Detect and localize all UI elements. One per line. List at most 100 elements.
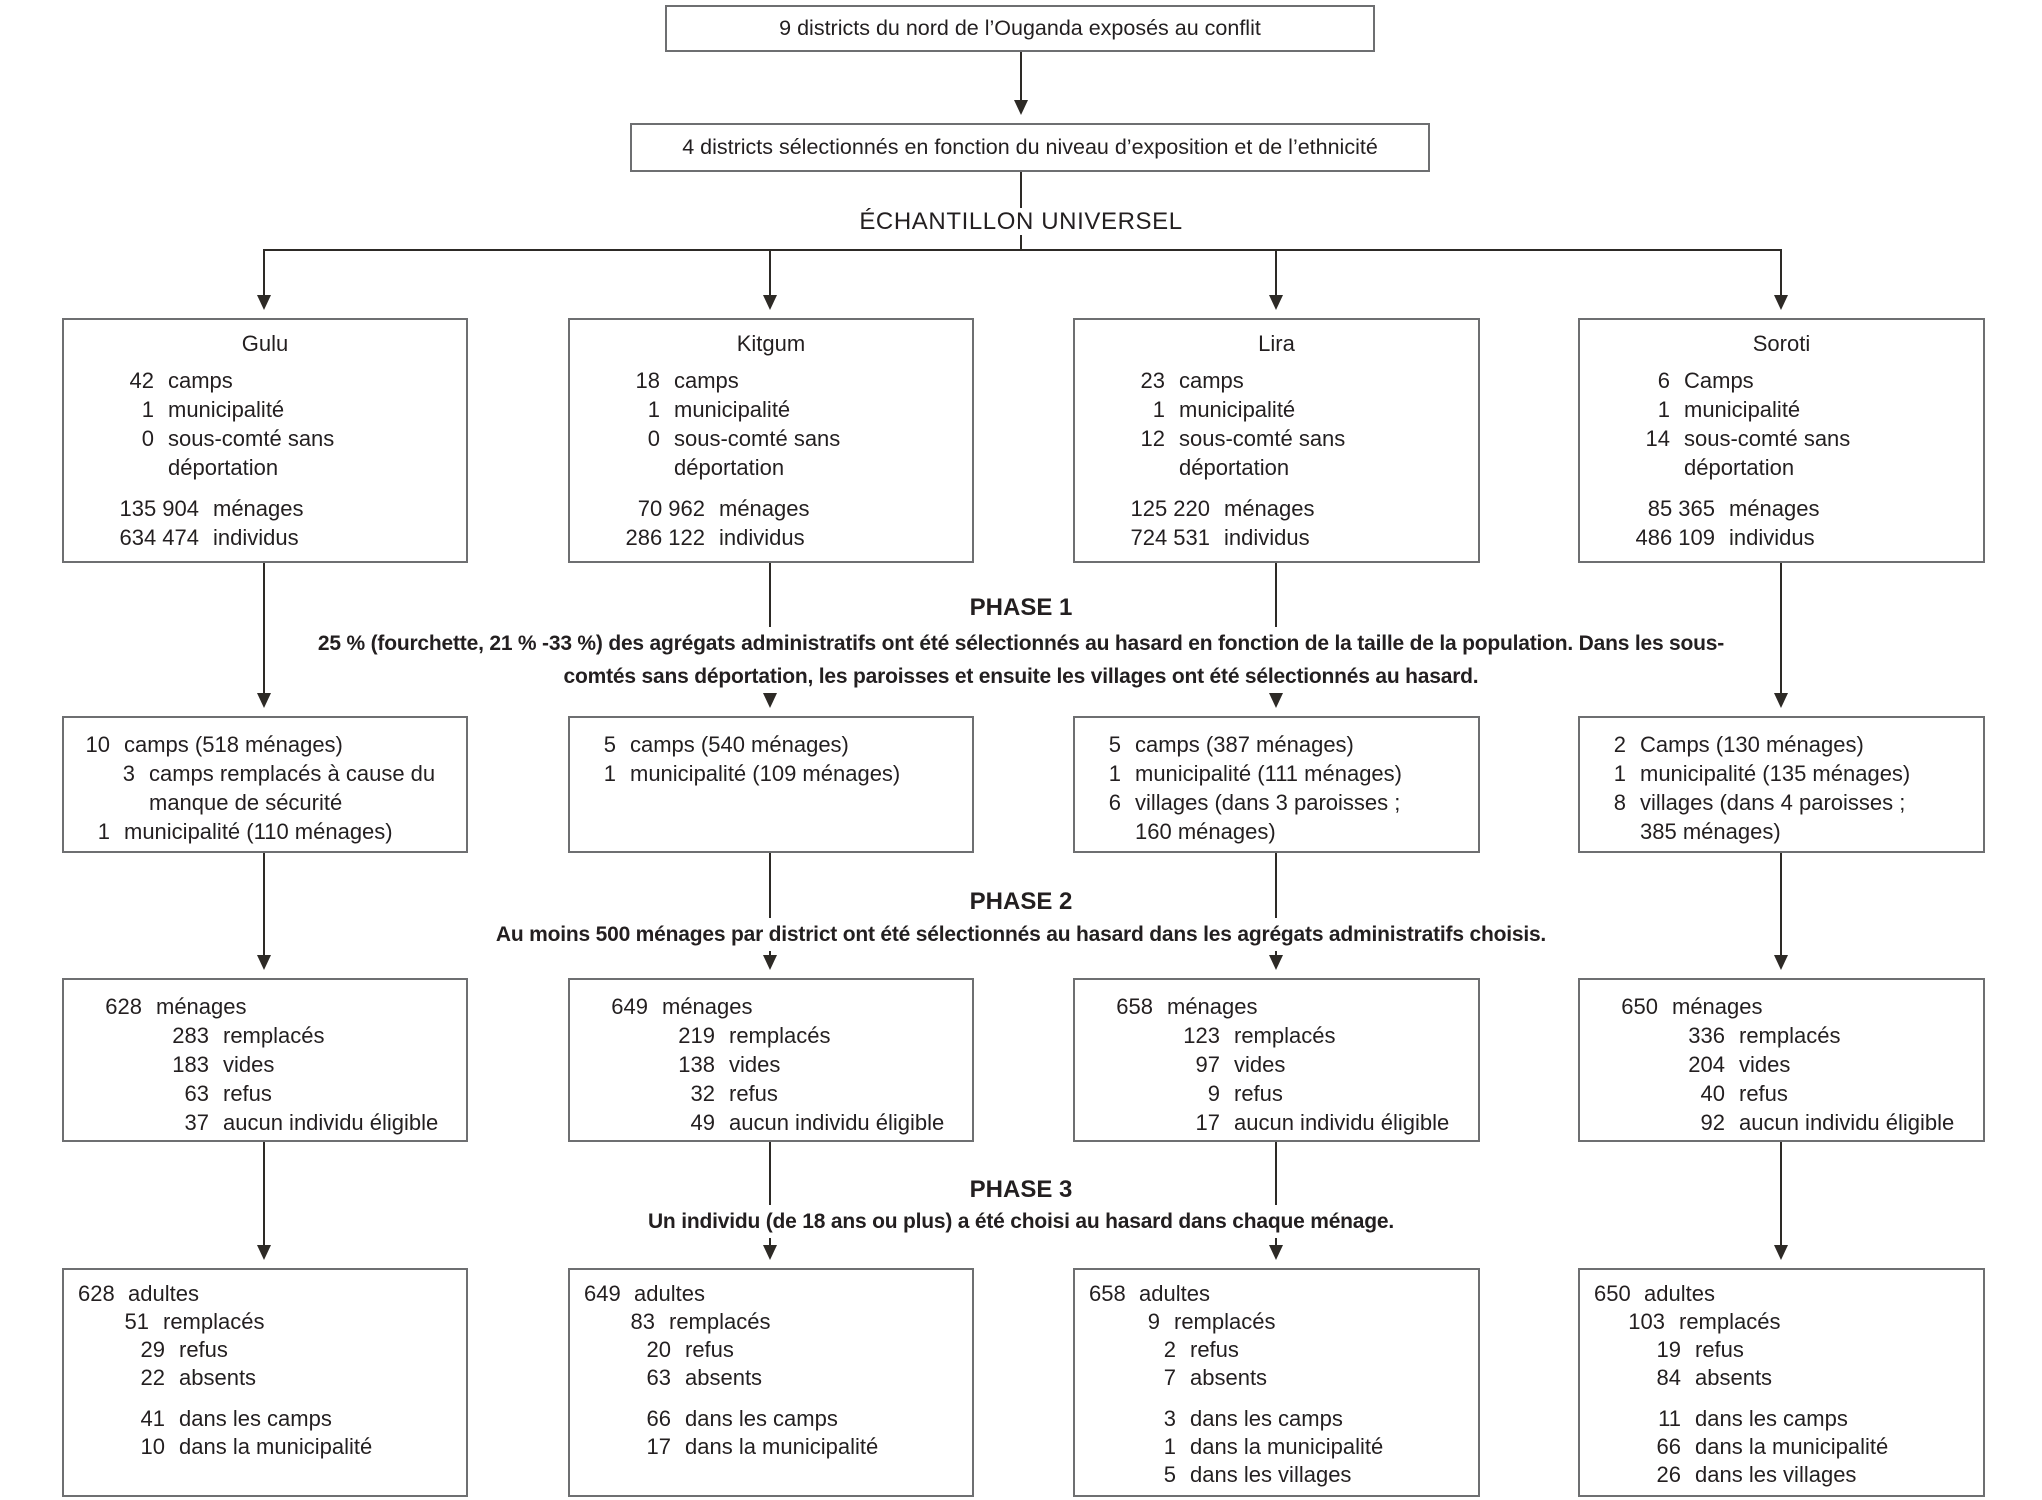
stat-label: absents bbox=[685, 1365, 763, 1390]
stat-label: adultes bbox=[1139, 1281, 1210, 1306]
stat-label: refus bbox=[1234, 1081, 1283, 1106]
stat-label: remplacés bbox=[163, 1309, 265, 1334]
stat-value: 634 474 bbox=[119, 525, 199, 550]
stat-value: 204 bbox=[1688, 1052, 1725, 1077]
district-name: Gulu bbox=[241, 331, 289, 356]
stat-value: 12 bbox=[1140, 426, 1165, 451]
connector-arrow bbox=[1269, 1142, 1283, 1260]
district-name: Kitgum bbox=[736, 331, 806, 356]
stat-label: municipalité bbox=[1179, 397, 1296, 422]
stat-label: dans les villages bbox=[1695, 1462, 1857, 1487]
stat-value: 20 bbox=[646, 1337, 671, 1362]
stat-row: 26 dans les villages bbox=[1594, 1461, 1983, 1489]
stat-label: municipalité bbox=[674, 397, 791, 422]
stat-label: ménages bbox=[213, 496, 304, 521]
stat-label: camps bbox=[1179, 368, 1244, 393]
stat-value: 17 bbox=[646, 1434, 671, 1459]
stat-value: 29 bbox=[140, 1337, 165, 1362]
stat-label: camps (387 ménages) bbox=[1135, 732, 1354, 757]
stat-label: remplacés bbox=[1174, 1309, 1276, 1334]
connector-arrow bbox=[763, 1142, 777, 1260]
stat-label: sous-comté sans bbox=[168, 426, 335, 451]
stat-value: 5 bbox=[1163, 1462, 1176, 1487]
stat-value: 3 bbox=[122, 761, 135, 786]
stat-label: adultes bbox=[634, 1281, 705, 1306]
stat-value: 1 bbox=[647, 397, 660, 422]
stat-label: individus bbox=[1224, 525, 1310, 550]
connector-arrow bbox=[1014, 52, 1028, 115]
connector-arrow bbox=[1269, 853, 1283, 970]
connector-arrow-gulu bbox=[257, 249, 271, 310]
stat-label: camps bbox=[674, 368, 739, 393]
stat-value: 6 bbox=[1108, 790, 1121, 815]
stat-value: 628 bbox=[105, 994, 142, 1019]
stat-label: refus bbox=[685, 1337, 734, 1362]
stat-value: 3 bbox=[1163, 1406, 1176, 1431]
stat-label: individus bbox=[1729, 525, 1815, 550]
stat-value: 7 bbox=[1163, 1365, 1176, 1390]
stat-value: 22 bbox=[140, 1365, 165, 1390]
stat-value: 9 bbox=[1147, 1309, 1160, 1334]
stat-label: individus bbox=[213, 525, 299, 550]
stat-row: 6 villages (dans 3 paroisses ; bbox=[1091, 788, 1478, 817]
stat-label: dans la municipalité bbox=[1190, 1434, 1384, 1459]
stat-label: municipalité (109 ménages) bbox=[630, 761, 901, 786]
connector-arrow bbox=[1774, 563, 1788, 708]
stat-label: vides bbox=[1234, 1052, 1286, 1077]
phase3-description-wrap: Un individu (de 18 ans ou plus) a été ch… bbox=[0, 1205, 2042, 1238]
stat-value: 85 365 bbox=[1647, 496, 1715, 521]
stat-label-continuation: 385 ménages) bbox=[1640, 819, 1781, 844]
stat-label: villages (dans 3 paroisses ; bbox=[1135, 790, 1401, 815]
stat-value: 103 bbox=[1628, 1309, 1665, 1334]
stat-label: municipalité (135 ménages) bbox=[1640, 761, 1911, 786]
stat-value: 66 bbox=[646, 1406, 671, 1431]
stat-label: aucun individu éligible bbox=[1739, 1110, 1955, 1135]
phase2-description: Au moins 500 ménages par district ont ét… bbox=[487, 918, 1555, 951]
stat-label: aucun individu éligible bbox=[729, 1110, 945, 1135]
stat-value: 219 bbox=[678, 1023, 715, 1048]
stat-label: sous-comté sans bbox=[674, 426, 841, 451]
stat-value: 70 962 bbox=[637, 496, 705, 521]
stat-value: 1 bbox=[1657, 397, 1670, 422]
connector-arrow-lira bbox=[1269, 249, 1283, 310]
stat-value: 26 bbox=[1656, 1462, 1681, 1487]
phase2-title: PHASE 2 bbox=[969, 888, 1073, 915]
stat-label-continuation: déportation bbox=[674, 455, 785, 480]
